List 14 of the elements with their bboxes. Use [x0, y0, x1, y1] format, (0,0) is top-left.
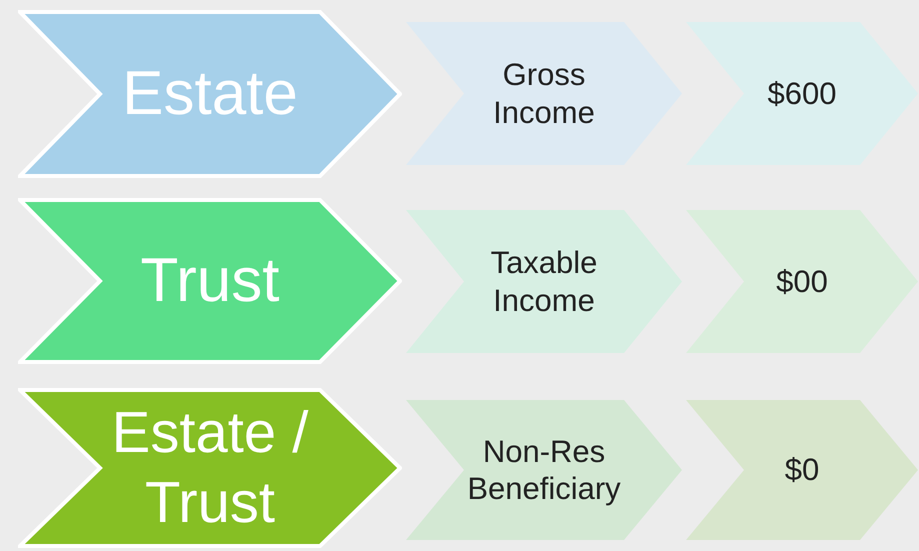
process-step-shape — [18, 10, 402, 178]
step-label: $00 — [776, 262, 828, 300]
step-label: Taxable Income — [490, 244, 598, 319]
process-step-shape — [686, 400, 918, 540]
step-label: Non-Res Beneficiary — [466, 432, 622, 508]
step-label: Trust — [140, 244, 280, 317]
process-step-shape — [18, 198, 402, 364]
process-step-shape — [18, 388, 402, 548]
step-label: Gross Income — [492, 56, 596, 131]
step-label: $600 — [768, 74, 836, 112]
process-step-shape — [406, 400, 682, 540]
step-label: $0 — [784, 451, 820, 489]
step-label: Estate — [122, 58, 298, 130]
step-label: Estate / Trust — [110, 399, 310, 537]
